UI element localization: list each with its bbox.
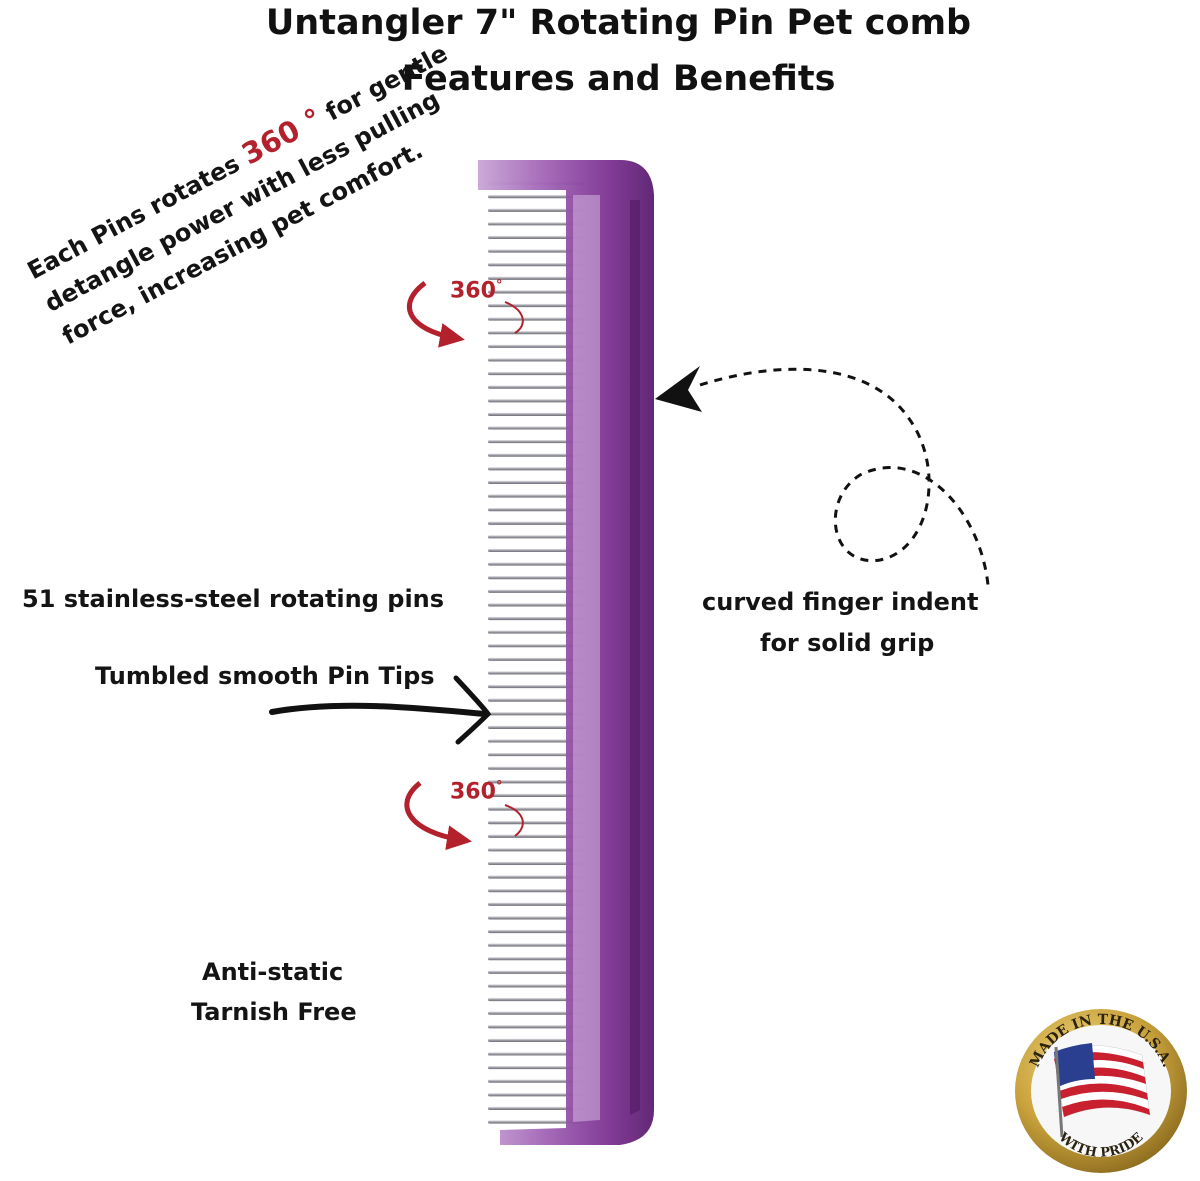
comb-pin [488,480,584,484]
grip-arrow-dashed [699,367,990,586]
comb-pin [488,358,584,362]
comb-pin [488,834,584,838]
comb-pin [488,630,584,634]
grip-label-line-1: curved finger indent [702,588,979,616]
comb-pin [488,997,584,1002]
usa-flag-icon [1053,1043,1151,1138]
comb-pin [488,344,584,348]
comb-pin [488,671,584,675]
comb-pin [488,739,584,743]
comb-pin [488,725,584,729]
comb-pin [488,970,584,974]
comb-pin [488,848,584,852]
comb-pin [488,644,584,648]
comb-pin [488,426,584,430]
title-line-2: Features and Benefits [401,59,836,99]
comb-pin [488,902,584,906]
comb-pin [488,317,584,321]
comb-pin [488,263,584,267]
comb-pin [488,235,584,240]
comb-pin [488,616,584,621]
comb-spine [478,160,654,1145]
comb-pin [488,916,584,920]
comb-pin [488,494,584,498]
comb-pin [488,399,584,403]
comb-pin [488,195,584,199]
comb-pin [488,576,584,580]
comb-spine-highlight [573,195,600,1122]
comb-pin [488,780,584,784]
rotation-mark-bottom: 360° [450,779,502,804]
comb-pin [488,249,584,253]
comb-pin [488,684,584,689]
made-in-usa-seal: MADE IN THE U.S.A. WITH PRIDE [1015,1009,1187,1173]
comb-pin [488,453,584,457]
comb-pin [488,712,584,716]
comb-pin [488,1011,584,1015]
comb-pin [488,1079,584,1083]
comb-pin [488,1052,584,1056]
comb-pin [488,657,584,661]
comb-pin [488,861,584,866]
comb-pin [488,371,584,376]
comb-pin [488,875,584,879]
comb-pin [488,508,584,512]
comb-pin [488,1038,584,1042]
comb-pin [488,208,584,212]
comb-pin [488,793,584,797]
comb-pin [488,1025,584,1029]
anti-static-label: Anti-static [202,958,344,986]
comb-pin [488,589,584,593]
pin-tips-arrow-shaft [269,702,487,717]
grip-label-line-2: for solid grip [760,629,935,657]
tarnish-free-label: Tarnish Free [191,998,357,1026]
comb-pin [488,548,584,553]
comb-pin [488,698,584,702]
comb-pin [488,222,584,226]
comb-pin [488,467,584,471]
pin-tips-label: Tumbled smooth Pin Tips [95,662,435,690]
comb-spine-edge [630,200,640,1115]
comb-pin [488,929,584,934]
pins-count-label: 51 stainless-steel rotating pins [22,585,445,613]
comb-pin [488,752,584,757]
comb-pins [488,181,584,1124]
rotation-mark-top-value: 360 [450,278,496,304]
curved-arrow-top-tail [504,301,524,334]
comb-pin [488,412,584,416]
comb-pin [488,1106,584,1110]
comb-pin [488,276,584,280]
comb-pin [488,1120,584,1124]
comb-pin [488,439,584,444]
grip-arrow-head [655,366,702,412]
curved-arrow-bottom-tail [504,804,524,837]
comb-pin [488,957,584,961]
rotation-mark-bottom-degree: ° [495,779,503,794]
comb-pin [488,821,584,825]
pin-tips-arrow-head [453,675,492,745]
comb-pin [488,943,584,947]
comb-pin [488,1065,584,1070]
curved-arrow-top [406,280,465,348]
rotation-mark-top: 360° [450,278,502,303]
comb-pin [488,1093,584,1097]
comb-pin [488,385,584,389]
comb-pin [488,766,584,770]
comb-pin [488,290,584,294]
rotation-mark-bottom-value: 360 [450,779,496,805]
comb-pin [488,331,584,335]
comb-pin [488,521,584,525]
comb-pin [488,562,584,566]
comb-pin [488,984,584,988]
comb-pin [488,535,584,539]
title-line-1: Untangler 7" Rotating Pin Pet comb [265,3,972,43]
curved-arrow-bottom [404,781,472,851]
comb-pin [488,889,584,893]
comb-pin [488,603,584,607]
rotation-mark-top-degree: ° [495,278,503,293]
